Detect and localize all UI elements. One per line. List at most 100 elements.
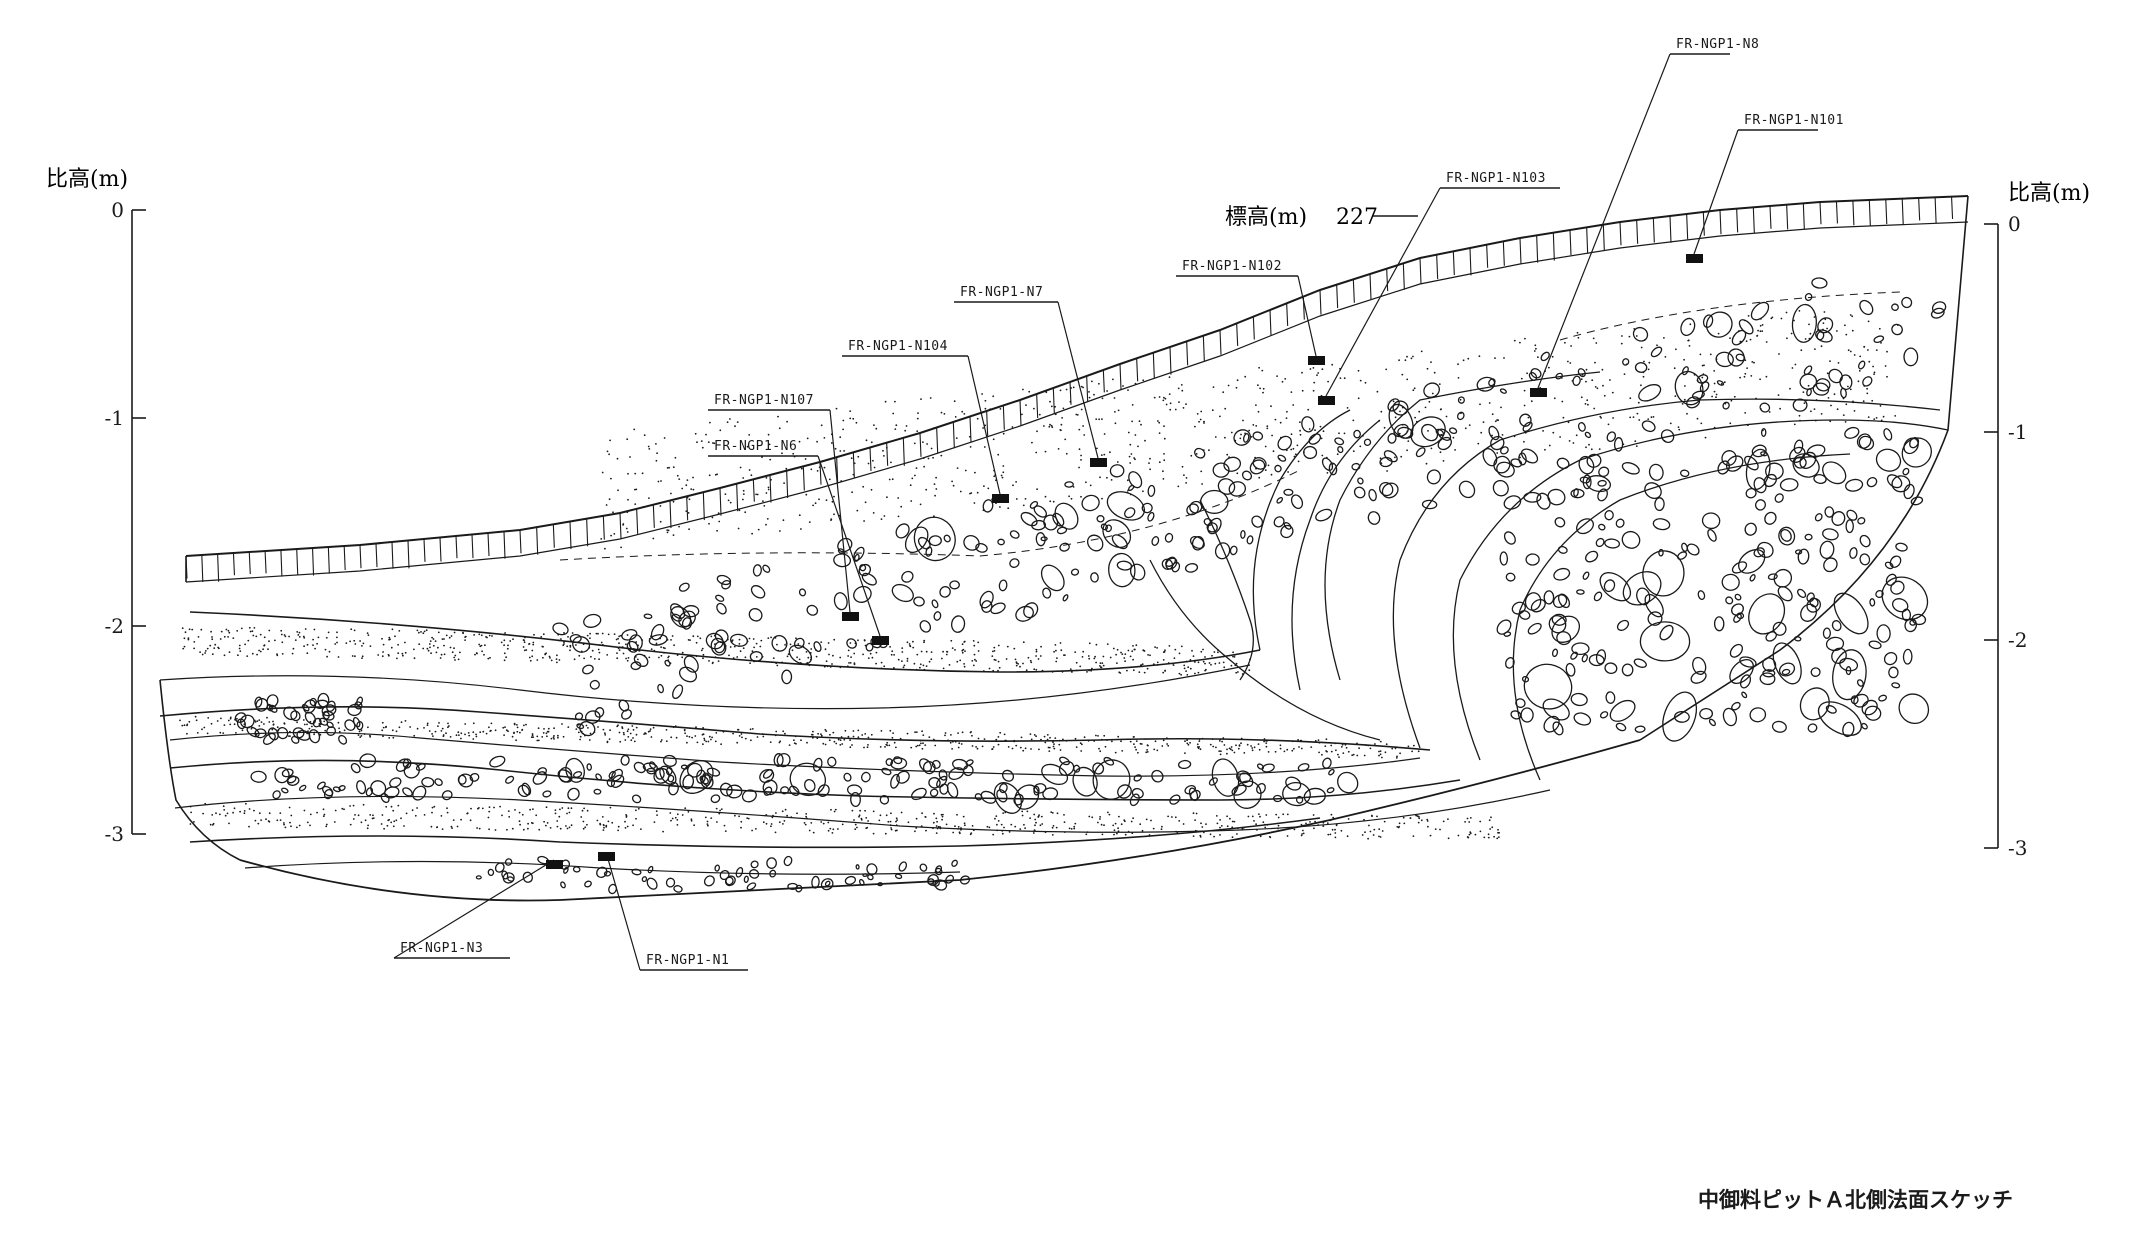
sand-stipple (619, 646, 621, 648)
sand-stipple (545, 732, 548, 735)
sand-stipple (1523, 389, 1526, 392)
sand-stipple (535, 814, 538, 817)
sand-stipple (1755, 397, 1757, 400)
sand-stipple (1688, 345, 1691, 347)
sand-stipple (481, 650, 483, 653)
sand-stipple (742, 647, 745, 650)
sand-stipple (298, 824, 301, 827)
sand-stipple (420, 631, 422, 633)
sand-stipple (297, 634, 300, 636)
sand-stipple (1140, 423, 1142, 426)
sample-location-marker (1090, 458, 1107, 467)
sand-stipple (608, 738, 611, 740)
sand-stipple (1314, 429, 1316, 432)
sand-stipple (632, 729, 635, 731)
sand-stipple (692, 635, 695, 638)
sand-stipple (1717, 332, 1720, 335)
sand-stipple (1148, 834, 1151, 836)
sand-stipple (1112, 378, 1114, 381)
sand-stipple (1116, 832, 1118, 835)
sand-stipple (1585, 380, 1587, 383)
sand-stipple (193, 647, 196, 650)
sand-stipple (782, 730, 785, 733)
sand-stipple (212, 822, 215, 825)
sample-leader (829, 409, 851, 613)
sand-stipple (522, 639, 525, 641)
sand-stipple (1793, 423, 1796, 426)
sand-stipple (1045, 391, 1048, 394)
sand-stipple (635, 726, 638, 729)
sand-stipple (919, 663, 922, 666)
sand-stipple (402, 654, 404, 657)
sand-stipple (382, 735, 384, 738)
sand-stipple (718, 520, 721, 523)
sand-stipple (1035, 650, 1038, 653)
sand-stipple (702, 653, 705, 656)
sand-stipple (702, 727, 704, 729)
sand-stipple (1115, 653, 1117, 656)
sand-stipple (601, 816, 604, 818)
sand-stipple (1326, 472, 1329, 474)
sand-stipple (1241, 828, 1244, 831)
sand-stipple (794, 735, 797, 738)
gravel-clast (1208, 777, 1218, 786)
sand-stipple (1220, 750, 1222, 753)
sand-stipple (1171, 816, 1173, 818)
sand-stipple (1866, 392, 1869, 395)
sample-label: FR-NGP1-N7 (960, 285, 1043, 300)
sand-stipple (775, 730, 778, 733)
sand-stipple (1164, 649, 1166, 652)
sand-stipple (1051, 826, 1054, 829)
sand-stipple (1022, 662, 1024, 665)
sand-stipple (899, 737, 902, 740)
sand-stipple (886, 496, 888, 499)
sand-stipple (1035, 451, 1038, 454)
sand-stipple (397, 652, 400, 655)
sand-stipple (1235, 386, 1238, 389)
sand-stipple (960, 827, 962, 829)
sand-stipple (566, 812, 568, 815)
sand-stipple (377, 654, 380, 656)
sand-stipple (957, 746, 960, 749)
sand-stipple (268, 640, 270, 643)
sand-stipple (1117, 830, 1120, 833)
sand-stipple (1342, 752, 1345, 754)
gravel-clast (1856, 433, 1872, 449)
sand-stipple (1163, 453, 1165, 455)
sand-stipple (1272, 450, 1275, 453)
sand-stipple (561, 807, 564, 809)
sand-stipple (500, 641, 503, 644)
topsoil-hatch (969, 416, 972, 443)
sand-stipple (532, 641, 535, 644)
figure-caption: 中御料ピットＡ北側法面スケッチ (1698, 1188, 2013, 1212)
sand-stipple (1468, 424, 1471, 426)
sand-stipple (963, 665, 966, 668)
sand-stipple (1381, 830, 1384, 832)
gravel-clast (673, 885, 683, 893)
sand-stipple (853, 462, 856, 465)
sand-stipple (1166, 737, 1168, 740)
sand-stipple (1088, 669, 1090, 672)
topsoil-hatch (1819, 201, 1822, 225)
gravel-clast (1570, 488, 1585, 499)
sand-stipple (460, 818, 462, 821)
sand-stipple (650, 648, 653, 651)
sand-stipple (211, 638, 214, 641)
sand-stipple (720, 743, 722, 746)
gravel-clast (1383, 450, 1398, 463)
sand-stipple (1103, 824, 1105, 827)
sand-stipple (575, 728, 578, 730)
sand-stipple (1434, 828, 1437, 830)
sand-stipple (1394, 416, 1397, 419)
sand-stipple (656, 814, 658, 816)
sand-stipple (1103, 734, 1106, 737)
sand-stipple (1703, 364, 1705, 367)
sand-stipple (1426, 367, 1429, 370)
gravel-clast (1056, 526, 1068, 535)
sand-stipple (1594, 386, 1597, 388)
gravel-clast (1064, 481, 1074, 488)
sand-stipple (1439, 828, 1441, 831)
sand-stipple (653, 821, 656, 823)
gravel-clast (975, 543, 988, 553)
sand-stipple (883, 665, 886, 668)
